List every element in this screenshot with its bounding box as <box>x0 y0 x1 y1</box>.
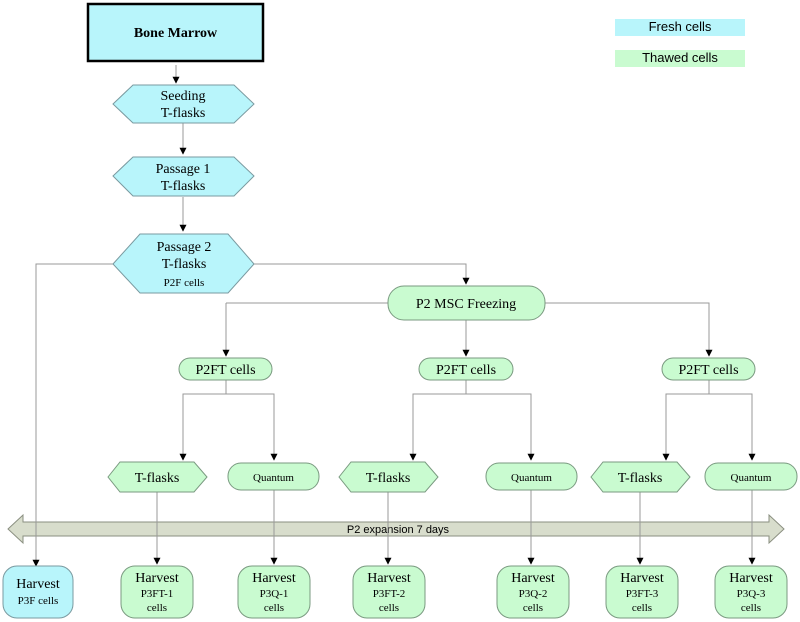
quantum-label-3: Quantum <box>731 472 772 484</box>
connectors-over-banner <box>35 520 753 540</box>
harvest-node-4: Harvest P3Q-2 cells <box>496 565 570 619</box>
harvest-node-3: Harvest P3FT-2 cells <box>352 565 426 619</box>
legend-thawed-label: Thawed cells <box>642 50 718 65</box>
harvest-title-1: Harvest <box>135 571 179 586</box>
harvest-sub1-5: P3FT-3 <box>626 588 659 600</box>
harvest-title-6: Harvest <box>729 571 773 586</box>
passage1-label-1: Passage 1 <box>156 162 211 177</box>
p2ft-node-1: P2FT cells <box>178 357 273 381</box>
passage1-label-2: T-flasks <box>161 179 206 194</box>
connector-p2-freezing <box>254 263 470 285</box>
connector-freezing-p2ft-3 <box>545 302 713 357</box>
harvest-sub1-6: P3Q-3 <box>737 588 766 600</box>
harvest-node-5: Harvest P3FT-3 cells <box>605 565 679 619</box>
tflasks-label-3: T-flasks <box>618 471 663 486</box>
tflasks-node-2: T-flasks <box>338 461 439 493</box>
quantum-label-1: Quantum <box>253 472 294 484</box>
harvest-sub1-3: P3FT-2 <box>373 588 406 600</box>
quantum-node-3: Quantum <box>704 462 798 491</box>
harvest-sub1-1: P3FT-1 <box>141 588 174 600</box>
seeding-label-2: T-flasks <box>161 106 206 121</box>
legend-fresh-label: Fresh cells <box>648 19 712 34</box>
harvest-sub1-4: P3Q-2 <box>519 588 548 600</box>
harvest-title-2: Harvest <box>252 571 296 586</box>
passage1-node: Passage 1 T-flasks <box>112 156 255 197</box>
harvest-sub2-5: cells <box>632 602 652 614</box>
freezing-label: P2 MSC Freezing <box>416 297 516 312</box>
expansion-banner-label: P2 expansion 7 days <box>347 524 450 536</box>
passage2-label-2: T-flasks <box>162 257 207 272</box>
harvest-title-5: Harvest <box>620 571 664 586</box>
passage2-label-1: Passage 2 <box>157 240 212 255</box>
passage2-label-3: P2F cells <box>164 277 205 289</box>
tflasks-label-2: T-flasks <box>366 471 411 486</box>
legend-fresh: Fresh cells <box>615 19 745 36</box>
connector-p2-harvest-fresh <box>32 263 113 567</box>
harvest-sub2-1: cells <box>147 602 167 614</box>
harvest-node-6: Harvest P3Q-3 cells <box>714 565 788 619</box>
harvest-sub2-6: cells <box>741 602 761 614</box>
tflasks-node-1: T-flasks <box>107 461 208 493</box>
harvest-title-3: Harvest <box>367 571 411 586</box>
harvest-sub2-4: cells <box>523 602 543 614</box>
quantum-node-2: Quantum <box>485 462 578 491</box>
p2ft-node-3: P2FT cells <box>661 357 756 381</box>
harvest-sub1-2: P3Q-1 <box>260 588 289 600</box>
freezing-node: P2 MSC Freezing <box>387 285 546 321</box>
harvest-fresh-sub: P3F cells <box>18 595 59 607</box>
legend-thawed: Thawed cells <box>615 50 745 67</box>
tflasks-label-1: T-flasks <box>135 471 180 486</box>
connectors <box>32 65 756 567</box>
harvest-node-1: Harvest P3FT-1 cells <box>120 565 194 619</box>
harvest-fresh-title: Harvest <box>16 577 60 592</box>
bone-marrow-label: Bone Marrow <box>134 26 218 41</box>
quantum-node-1: Quantum <box>227 462 320 491</box>
p2ft-label-2: P2FT cells <box>436 363 496 378</box>
harvest-title-4: Harvest <box>511 571 555 586</box>
seeding-label-1: Seeding <box>160 89 205 104</box>
bone-marrow-node: Bone Marrow <box>86 2 265 63</box>
tflasks-node-3: T-flasks <box>590 461 691 493</box>
p2ft-label-1: P2FT cells <box>195 363 255 378</box>
seeding-node: Seeding T-flasks <box>112 84 255 124</box>
p2ft-label-3: P2FT cells <box>678 363 738 378</box>
harvest-fresh-node: Harvest P3F cells <box>2 565 74 619</box>
expansion-banner: P2 expansion 7 days <box>7 513 785 545</box>
harvest-sub2-2: cells <box>264 602 284 614</box>
quantum-label-2: Quantum <box>511 472 552 484</box>
p2ft-node-2: P2FT cells <box>418 357 514 381</box>
harvest-sub2-3: cells <box>379 602 399 614</box>
passage2-node: Passage 2 T-flasks P2F cells <box>112 233 255 294</box>
harvest-node-2: Harvest P3Q-1 cells <box>237 565 311 619</box>
